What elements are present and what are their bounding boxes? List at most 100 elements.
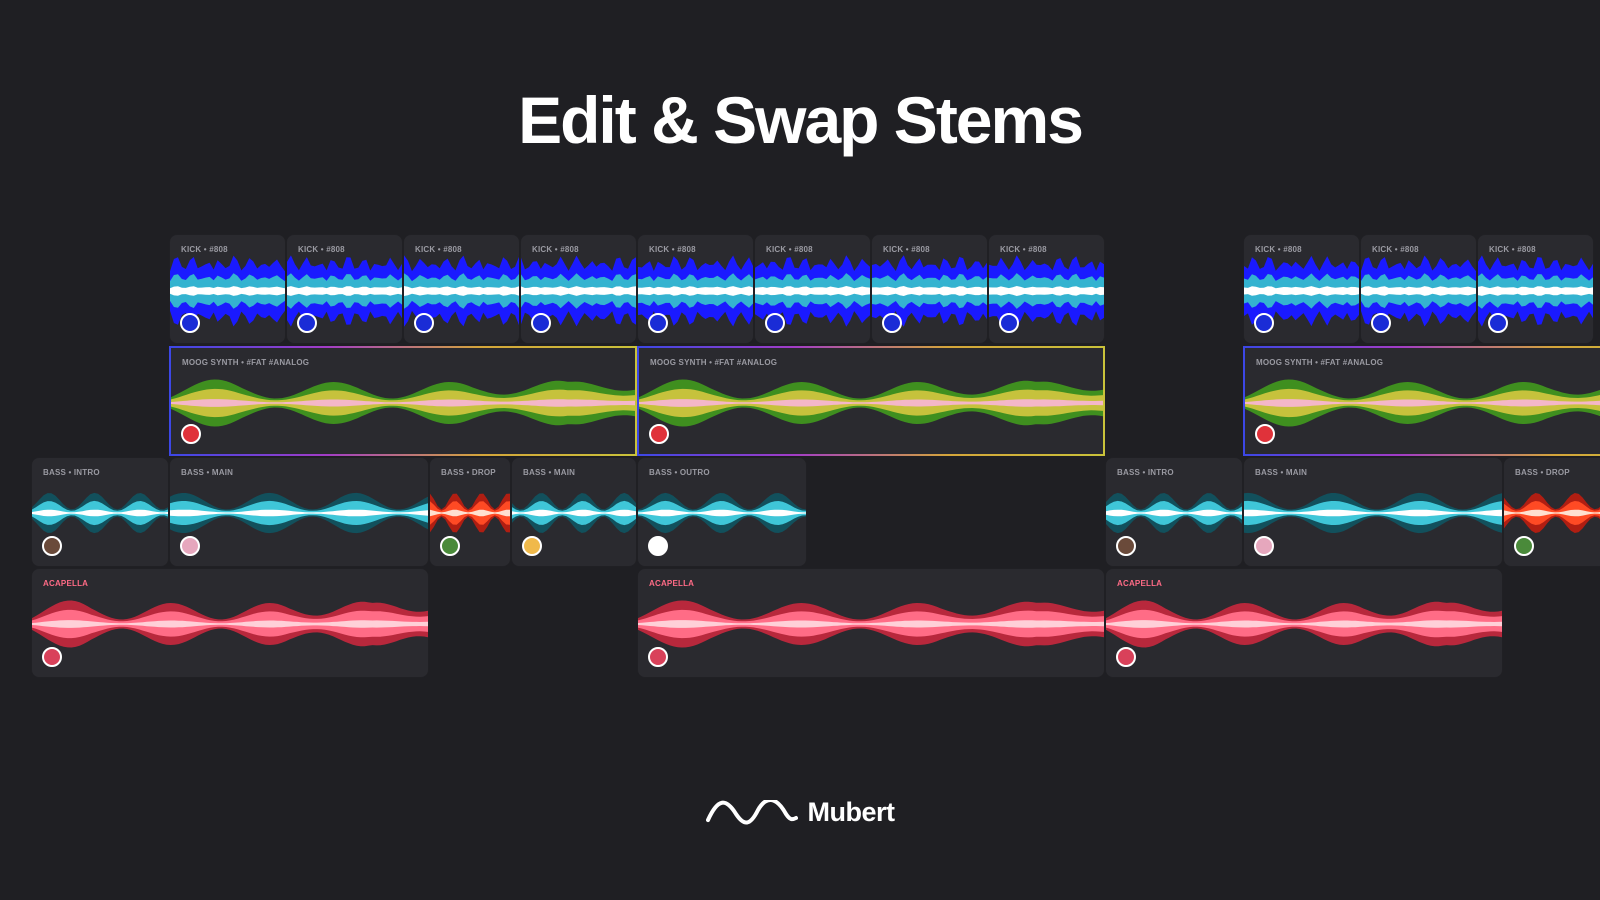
waveform [287,255,402,327]
creator-avatar[interactable] [1255,424,1275,444]
stem-clip-kick[interactable]: KICK • #808 [169,234,286,344]
waveform-layer [170,286,285,296]
stem-clip-kick[interactable]: KICK • #808 [1360,234,1477,344]
waveform-layer [512,509,636,517]
stem-clip-kick[interactable]: KICK • #808 [520,234,637,344]
stem-clip-kick[interactable]: KICK • #808 [871,234,988,344]
creator-avatar[interactable] [531,313,551,333]
waveform-layer [989,286,1104,296]
stem-clip-synth[interactable]: MOOG SYNTH • #FAT #ANALOG [169,346,637,456]
stem-clip-bass-main[interactable]: BASS • MAIN [169,457,429,567]
stem-label: BASS • INTRO [1117,468,1174,477]
waveform-layer [171,399,635,407]
creator-avatar[interactable] [882,313,902,333]
waveform-layer [638,286,753,296]
creator-avatar[interactable] [180,313,200,333]
creator-avatar[interactable] [181,424,201,444]
stem-clip-kick[interactable]: KICK • #808 [1243,234,1360,344]
creator-avatar[interactable] [648,647,668,667]
stem-label: BASS • OUTRO [649,468,710,477]
stem-clip-synth[interactable]: MOOG SYNTH • #FAT #ANALOG [637,346,1105,456]
stem-clip-vocal[interactable]: ACAPELLA [637,568,1105,678]
stem-clip-kick[interactable]: KICK • #808 [286,234,403,344]
stem-label: BASS • DROP [1515,468,1570,477]
creator-avatar[interactable] [414,313,434,333]
stem-clip-kick[interactable]: KICK • #808 [403,234,520,344]
waveform-layer [170,509,428,517]
creator-avatar[interactable] [648,313,668,333]
creator-avatar[interactable] [42,647,62,667]
waveform [638,492,806,534]
waveform [1106,600,1502,648]
stem-label: BASS • DROP [441,468,496,477]
waveform [521,255,636,327]
creator-avatar[interactable] [522,536,542,556]
waveform [872,255,987,327]
waveform [1504,493,1600,533]
creator-avatar[interactable] [180,536,200,556]
stem-clip-bass-intro[interactable]: BASS • INTRO [31,457,169,567]
stem-label: KICK • #808 [298,245,345,254]
waveform [1361,255,1476,327]
stem-clip-bass-main[interactable]: BASS • MAIN [1243,457,1503,567]
stem-clip-vocal[interactable]: ACAPELLA [31,568,429,678]
waveform-layer [1361,286,1476,296]
waveform-layer [404,286,519,296]
stem-label: KICK • #808 [766,245,813,254]
stem-clip-bass-main-b[interactable]: BASS • MAIN [511,457,637,567]
creator-avatar[interactable] [1514,536,1534,556]
stem-label: MOOG SYNTH • #FAT #ANALOG [650,358,778,367]
creator-avatar[interactable] [648,536,668,556]
creator-avatar[interactable] [1116,647,1136,667]
waveform-layer [32,620,428,628]
creator-avatar[interactable] [1371,313,1391,333]
waveform-layer [1478,286,1593,296]
waveform [171,379,635,427]
waveform [1478,255,1593,327]
waveform [170,255,285,327]
stem-label: KICK • #808 [649,245,696,254]
creator-avatar[interactable] [1254,536,1274,556]
creator-avatar[interactable] [999,313,1019,333]
stem-clip-bass-drop[interactable]: BASS • DROP [1503,457,1600,567]
creator-avatar[interactable] [1116,536,1136,556]
stem-label: KICK • #808 [532,245,579,254]
stem-clip-kick[interactable]: KICK • #808 [754,234,871,344]
stem-clip-kick[interactable]: KICK • #808 [637,234,754,344]
page-title: Edit & Swap Stems [518,83,1084,157]
waveform [170,492,428,534]
waveform [430,493,510,533]
brand-logo: Mubert [0,797,1600,828]
creator-avatar[interactable] [765,313,785,333]
stem-clip-bass-intro[interactable]: BASS • INTRO [1105,457,1243,567]
waveform [1244,255,1359,327]
waveform [638,600,1104,648]
stem-clip-synth[interactable]: MOOG SYNTH • #FAT #ANALOG [1243,346,1600,456]
mubert-wave-logo-icon [705,799,798,824]
stem-clip-bass-outro[interactable]: BASS • OUTRO [637,457,807,567]
waveform-layer [638,620,1104,628]
creator-avatar[interactable] [1254,313,1274,333]
stem-clip-kick[interactable]: KICK • #808 [988,234,1105,344]
waveform [1244,492,1502,534]
waveform [755,255,870,327]
waveform [989,255,1104,327]
stem-label: BASS • INTRO [43,468,100,477]
waveform [512,492,636,534]
waveform [32,600,428,648]
creator-avatar[interactable] [649,424,669,444]
stem-clip-bass-drop[interactable]: BASS • DROP [429,457,511,567]
stem-label: BASS • MAIN [1255,468,1308,477]
stem-clip-kick[interactable]: KICK • #808 [1477,234,1594,344]
stem-label: KICK • #808 [1000,245,1047,254]
creator-avatar[interactable] [1488,313,1508,333]
waveform [1106,492,1242,534]
creator-avatar[interactable] [440,536,460,556]
waveform-layer [1504,509,1600,517]
creator-avatar[interactable] [42,536,62,556]
waveform-layer [32,509,168,517]
creator-avatar[interactable] [297,313,317,333]
stem-clip-vocal[interactable]: ACAPELLA [1105,568,1503,678]
waveform-layer [1244,286,1359,296]
